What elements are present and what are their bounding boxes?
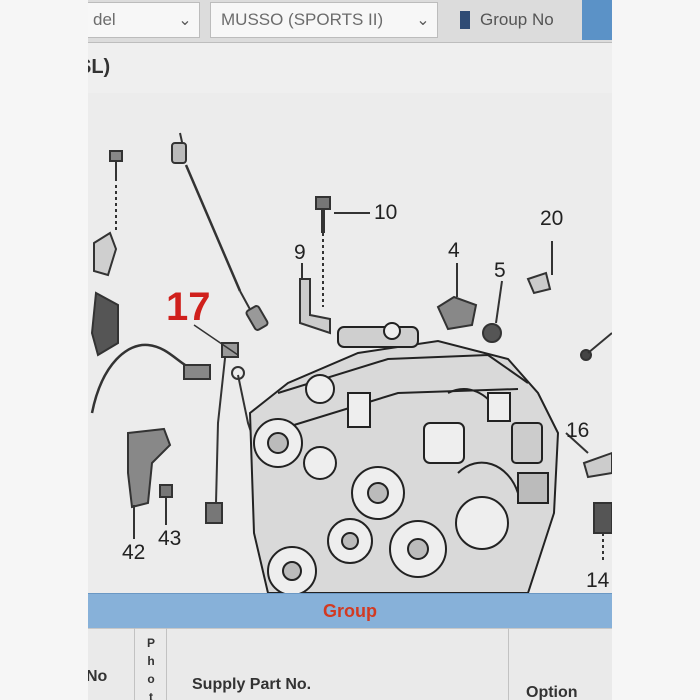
photo-letter: t bbox=[149, 690, 153, 700]
callout-9[interactable]: 9 bbox=[294, 241, 306, 264]
callout-10[interactable]: 10 bbox=[374, 201, 398, 224]
parts-catalog-window: del ⌄ MUSSO (SPORTS II) ⌄ Group No SL) bbox=[88, 0, 612, 700]
search-button[interactable] bbox=[582, 0, 612, 40]
group-no-field[interactable]: Group No bbox=[448, 2, 572, 38]
parts-diagram: 17 10 9 4 5 20 16 42 43 14 bbox=[88, 93, 612, 593]
model-select[interactable]: MUSSO (SPORTS II) ⌄ bbox=[210, 2, 438, 38]
model-select-value: MUSSO (SPORTS II) bbox=[221, 10, 384, 29]
callout-14[interactable]: 14 bbox=[586, 569, 610, 592]
chevron-down-icon: ⌄ bbox=[416, 12, 430, 29]
photo-letter: o bbox=[147, 672, 155, 686]
group-no-icon bbox=[460, 11, 470, 29]
callout-4[interactable]: 4 bbox=[448, 239, 460, 262]
parts-table-header bbox=[88, 628, 612, 700]
chevron-down-icon: ⌄ bbox=[178, 12, 192, 29]
callout-43[interactable]: 43 bbox=[158, 527, 182, 550]
column-header-no[interactable]: No bbox=[88, 668, 108, 685]
column-divider bbox=[508, 628, 509, 700]
engine-diagram-drawing bbox=[90, 132, 612, 593]
column-divider bbox=[134, 628, 135, 700]
callout-5[interactable]: 5 bbox=[494, 259, 506, 282]
callout-20[interactable]: 20 bbox=[540, 207, 564, 230]
callout-16[interactable]: 16 bbox=[566, 419, 590, 442]
group-no-label: Group No bbox=[480, 10, 554, 29]
title-bar: SL) bbox=[88, 43, 612, 93]
background-left bbox=[0, 0, 88, 700]
model-partial-value: del bbox=[93, 10, 116, 29]
column-header-photo[interactable]: P h o t o bbox=[146, 634, 156, 700]
photo-letter: h bbox=[147, 654, 155, 668]
background-right bbox=[612, 0, 700, 700]
group-section-header: Group bbox=[88, 593, 612, 628]
group-section-label: Group bbox=[323, 600, 377, 621]
photo-letter: P bbox=[146, 636, 155, 650]
column-header-option[interactable]: Option bbox=[526, 684, 578, 700]
diagram-title: SL) bbox=[88, 56, 111, 78]
top-toolbar: del ⌄ MUSSO (SPORTS II) ⌄ Group No bbox=[88, 0, 612, 43]
callout-42[interactable]: 42 bbox=[122, 541, 146, 564]
column-divider bbox=[166, 628, 167, 700]
model-partial-select[interactable]: del ⌄ bbox=[88, 2, 200, 38]
column-header-supply-part-no[interactable]: Supply Part No. bbox=[192, 676, 312, 693]
callout-17-highlight[interactable]: 17 bbox=[166, 285, 211, 329]
